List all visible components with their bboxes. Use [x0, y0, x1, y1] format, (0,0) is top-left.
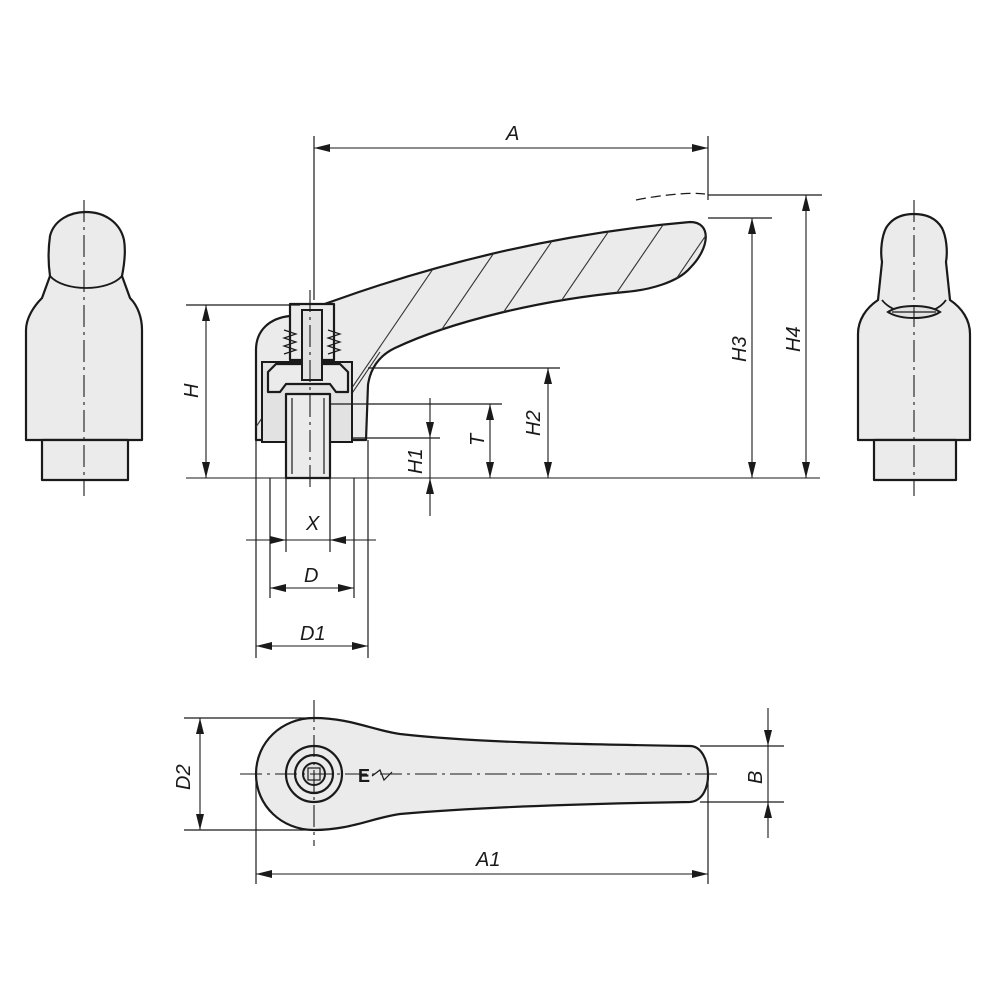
lever-tip-phantom	[635, 192, 706, 201]
dimensions: A H H2 T H1 H3 H4	[173, 123, 822, 884]
right-view-hub	[872, 438, 958, 482]
front-section-view	[186, 192, 820, 658]
label-d2: D2	[173, 764, 195, 790]
label-a: A	[505, 123, 519, 145]
label-h4: H4	[783, 326, 805, 352]
direction-symbol: E	[358, 766, 370, 786]
label-b: B	[745, 771, 767, 784]
label-d1: D1	[300, 623, 326, 645]
label-h2: H2	[523, 410, 545, 436]
label-h1: H1	[405, 448, 427, 474]
label-t: T	[467, 432, 489, 446]
top-view: E	[240, 700, 720, 846]
left-view-hub	[40, 438, 130, 482]
label-x: X	[305, 513, 320, 535]
screw-spring-left	[282, 329, 298, 355]
label-h3: H3	[729, 336, 751, 362]
screw-shaft	[301, 309, 323, 381]
label-a1: A1	[475, 849, 500, 871]
right-side-view	[856, 200, 972, 496]
direction-symbol-arrows	[371, 769, 393, 782]
top-view-lever	[254, 716, 710, 832]
threaded-insert	[284, 392, 332, 480]
left-side-view	[24, 200, 144, 496]
screw-spring-right	[326, 329, 342, 355]
lever-body	[254, 220, 707, 442]
label-h: H	[181, 383, 203, 398]
label-d: D	[304, 565, 318, 587]
left-view-tip-curve	[49, 275, 123, 289]
